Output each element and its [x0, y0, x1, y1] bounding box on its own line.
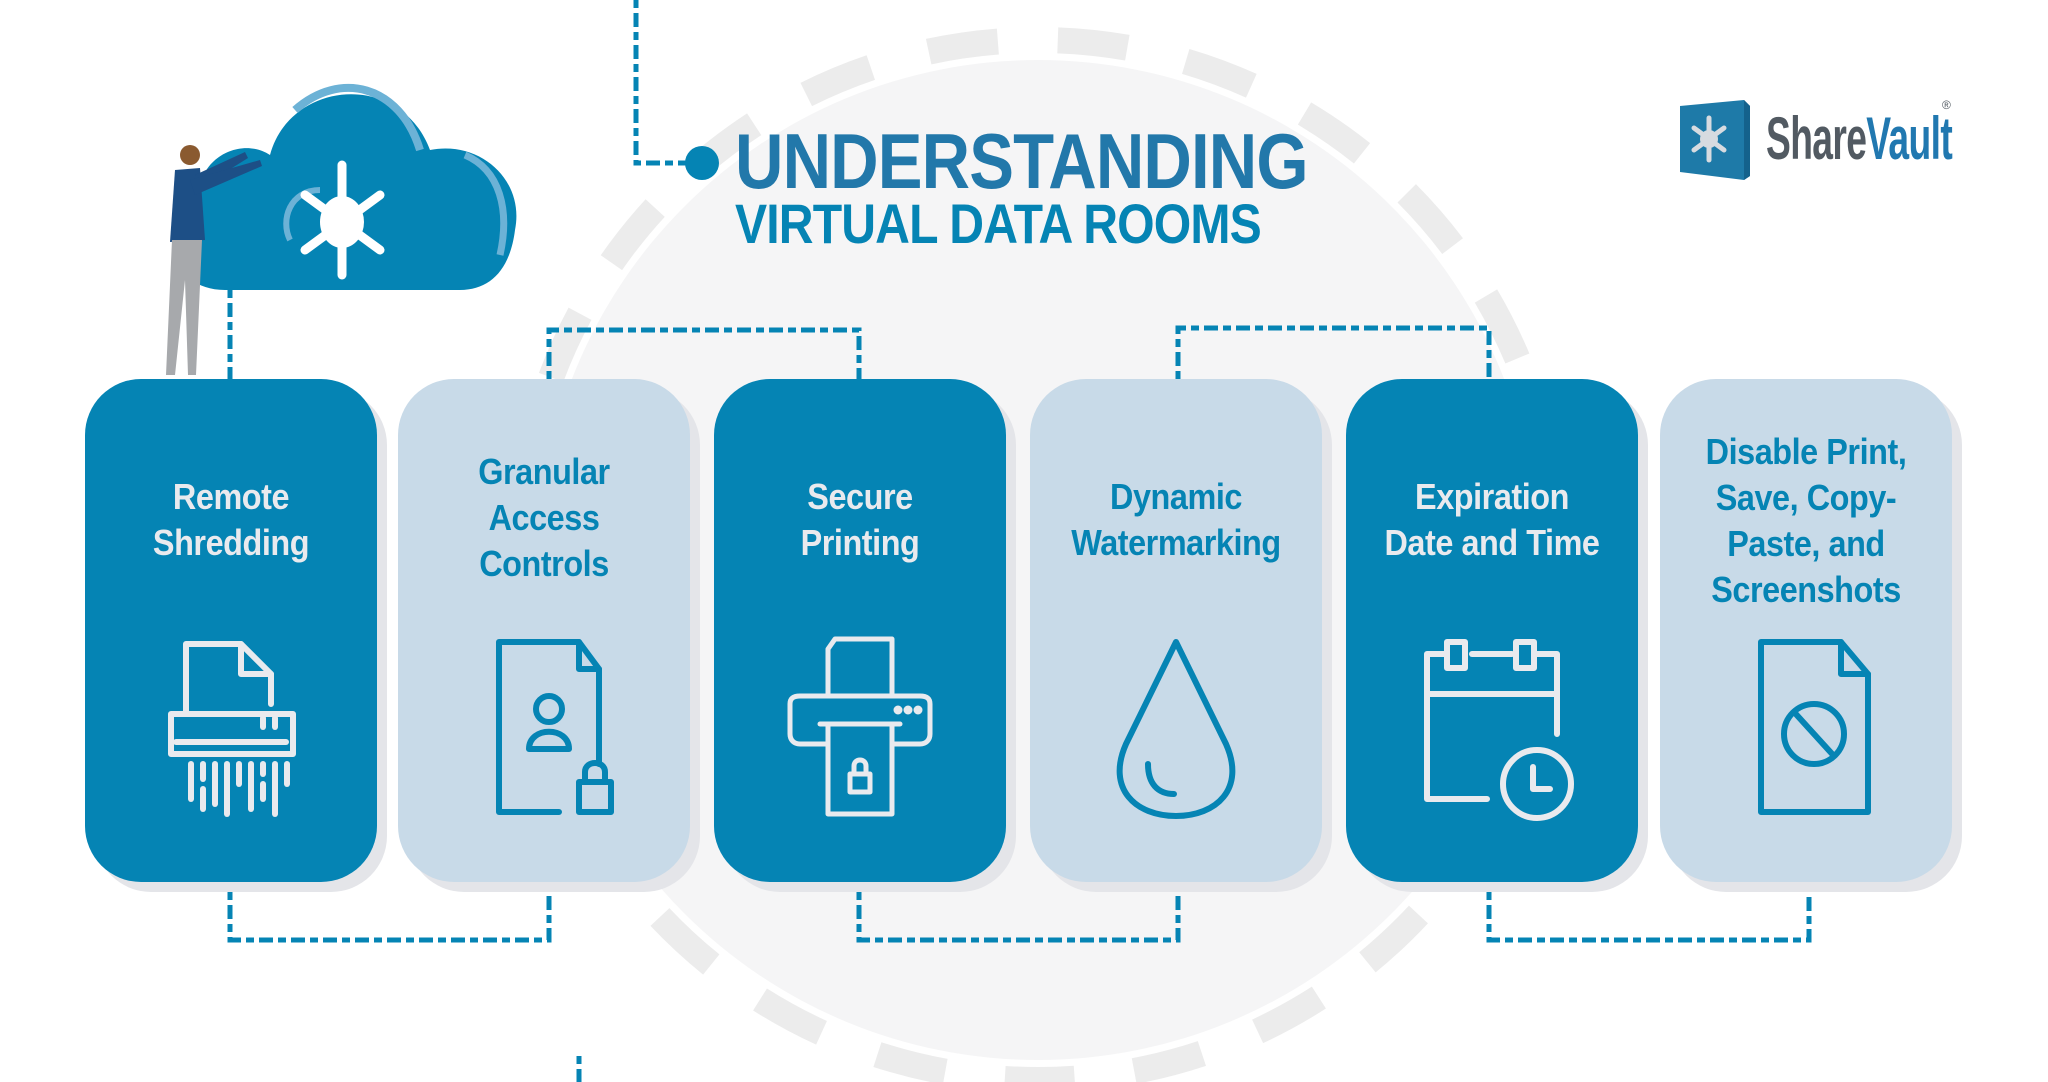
- feature-label-line: Date and Time: [1384, 522, 1600, 563]
- document-user-lock-icon: [398, 634, 690, 824]
- feature-label-line: Remote: [172, 476, 290, 517]
- feature-label-line: Granular: [478, 451, 610, 492]
- cloud-vault-icon: [175, 83, 517, 290]
- feature-label-line: Access: [488, 497, 600, 538]
- connector-top-title: [633, 0, 690, 166]
- printer-lock-icon: [714, 634, 1006, 824]
- connector-bottom-card1-card2: [227, 892, 552, 943]
- feature-label: Granular Access Controls: [413, 449, 676, 587]
- water-drop-icon: [1030, 634, 1322, 824]
- feature-label-line: Save, Copy-: [1715, 477, 1897, 518]
- feature-label-line: Controls: [479, 543, 609, 584]
- document-blocked-icon: [1660, 634, 1952, 824]
- feature-card-disable-print-save: Disable Print, Save, Copy- Paste, and Sc…: [1660, 379, 1952, 882]
- feature-label-line: Dynamic: [1110, 476, 1242, 517]
- feature-card-secure-printing: Secure Printing: [714, 379, 1006, 882]
- feature-label-line: Watermarking: [1071, 522, 1281, 563]
- title-bullet-dot: [685, 146, 719, 180]
- connector-top-card2-card3: [546, 327, 862, 379]
- cloud-vault-illustration: [166, 83, 517, 375]
- feature-card-granular-access-controls: Granular Access Controls: [398, 379, 690, 882]
- logo-wordmark: ShareVault: [1766, 104, 1953, 173]
- vault-dial-icon: [1680, 100, 1750, 180]
- feature-card-expiration-date-time: Expiration Date and Time: [1346, 379, 1638, 882]
- shredder-icon: [85, 634, 377, 824]
- connector-top-card4-card5: [1175, 325, 1492, 379]
- logo-word-vault: Vault: [1866, 105, 1953, 172]
- feature-label: Disable Print, Save, Copy- Paste, and Sc…: [1675, 429, 1938, 613]
- page-title: UNDERSTANDING: [735, 117, 1309, 205]
- feature-label-line: Disable Print,: [1705, 431, 1907, 472]
- feature-label-line: Shredding: [152, 522, 310, 563]
- feature-label-line: Paste, and: [1727, 523, 1885, 564]
- feature-label-line: Expiration: [1415, 476, 1569, 517]
- feature-label-line: Printing: [800, 522, 920, 563]
- feature-card-dynamic-watermarking: Dynamic Watermarking: [1030, 379, 1322, 882]
- feature-card-remote-shredding: Remote Shredding: [85, 379, 377, 882]
- logo-word-share: Share: [1766, 105, 1867, 172]
- connector-bottom-card5-card6: [1486, 892, 1812, 943]
- feature-label: Secure Printing: [729, 474, 992, 566]
- calendar-clock-icon: [1346, 634, 1638, 824]
- page-subtitle: VIRTUAL DATA ROOMS: [735, 192, 1262, 255]
- feature-label-line: Secure: [807, 476, 913, 517]
- registered-mark: ®: [1942, 98, 1951, 112]
- person-figure: [166, 145, 262, 375]
- feature-label: Remote Shredding: [100, 474, 363, 566]
- feature-label-line: Screenshots: [1711, 569, 1901, 610]
- connector-bottom-card3-card4: [856, 892, 1181, 943]
- sharevault-logo: ShareVault ®: [1676, 98, 1966, 180]
- feature-label: Expiration Date and Time: [1361, 474, 1624, 566]
- feature-label: Dynamic Watermarking: [1045, 474, 1308, 566]
